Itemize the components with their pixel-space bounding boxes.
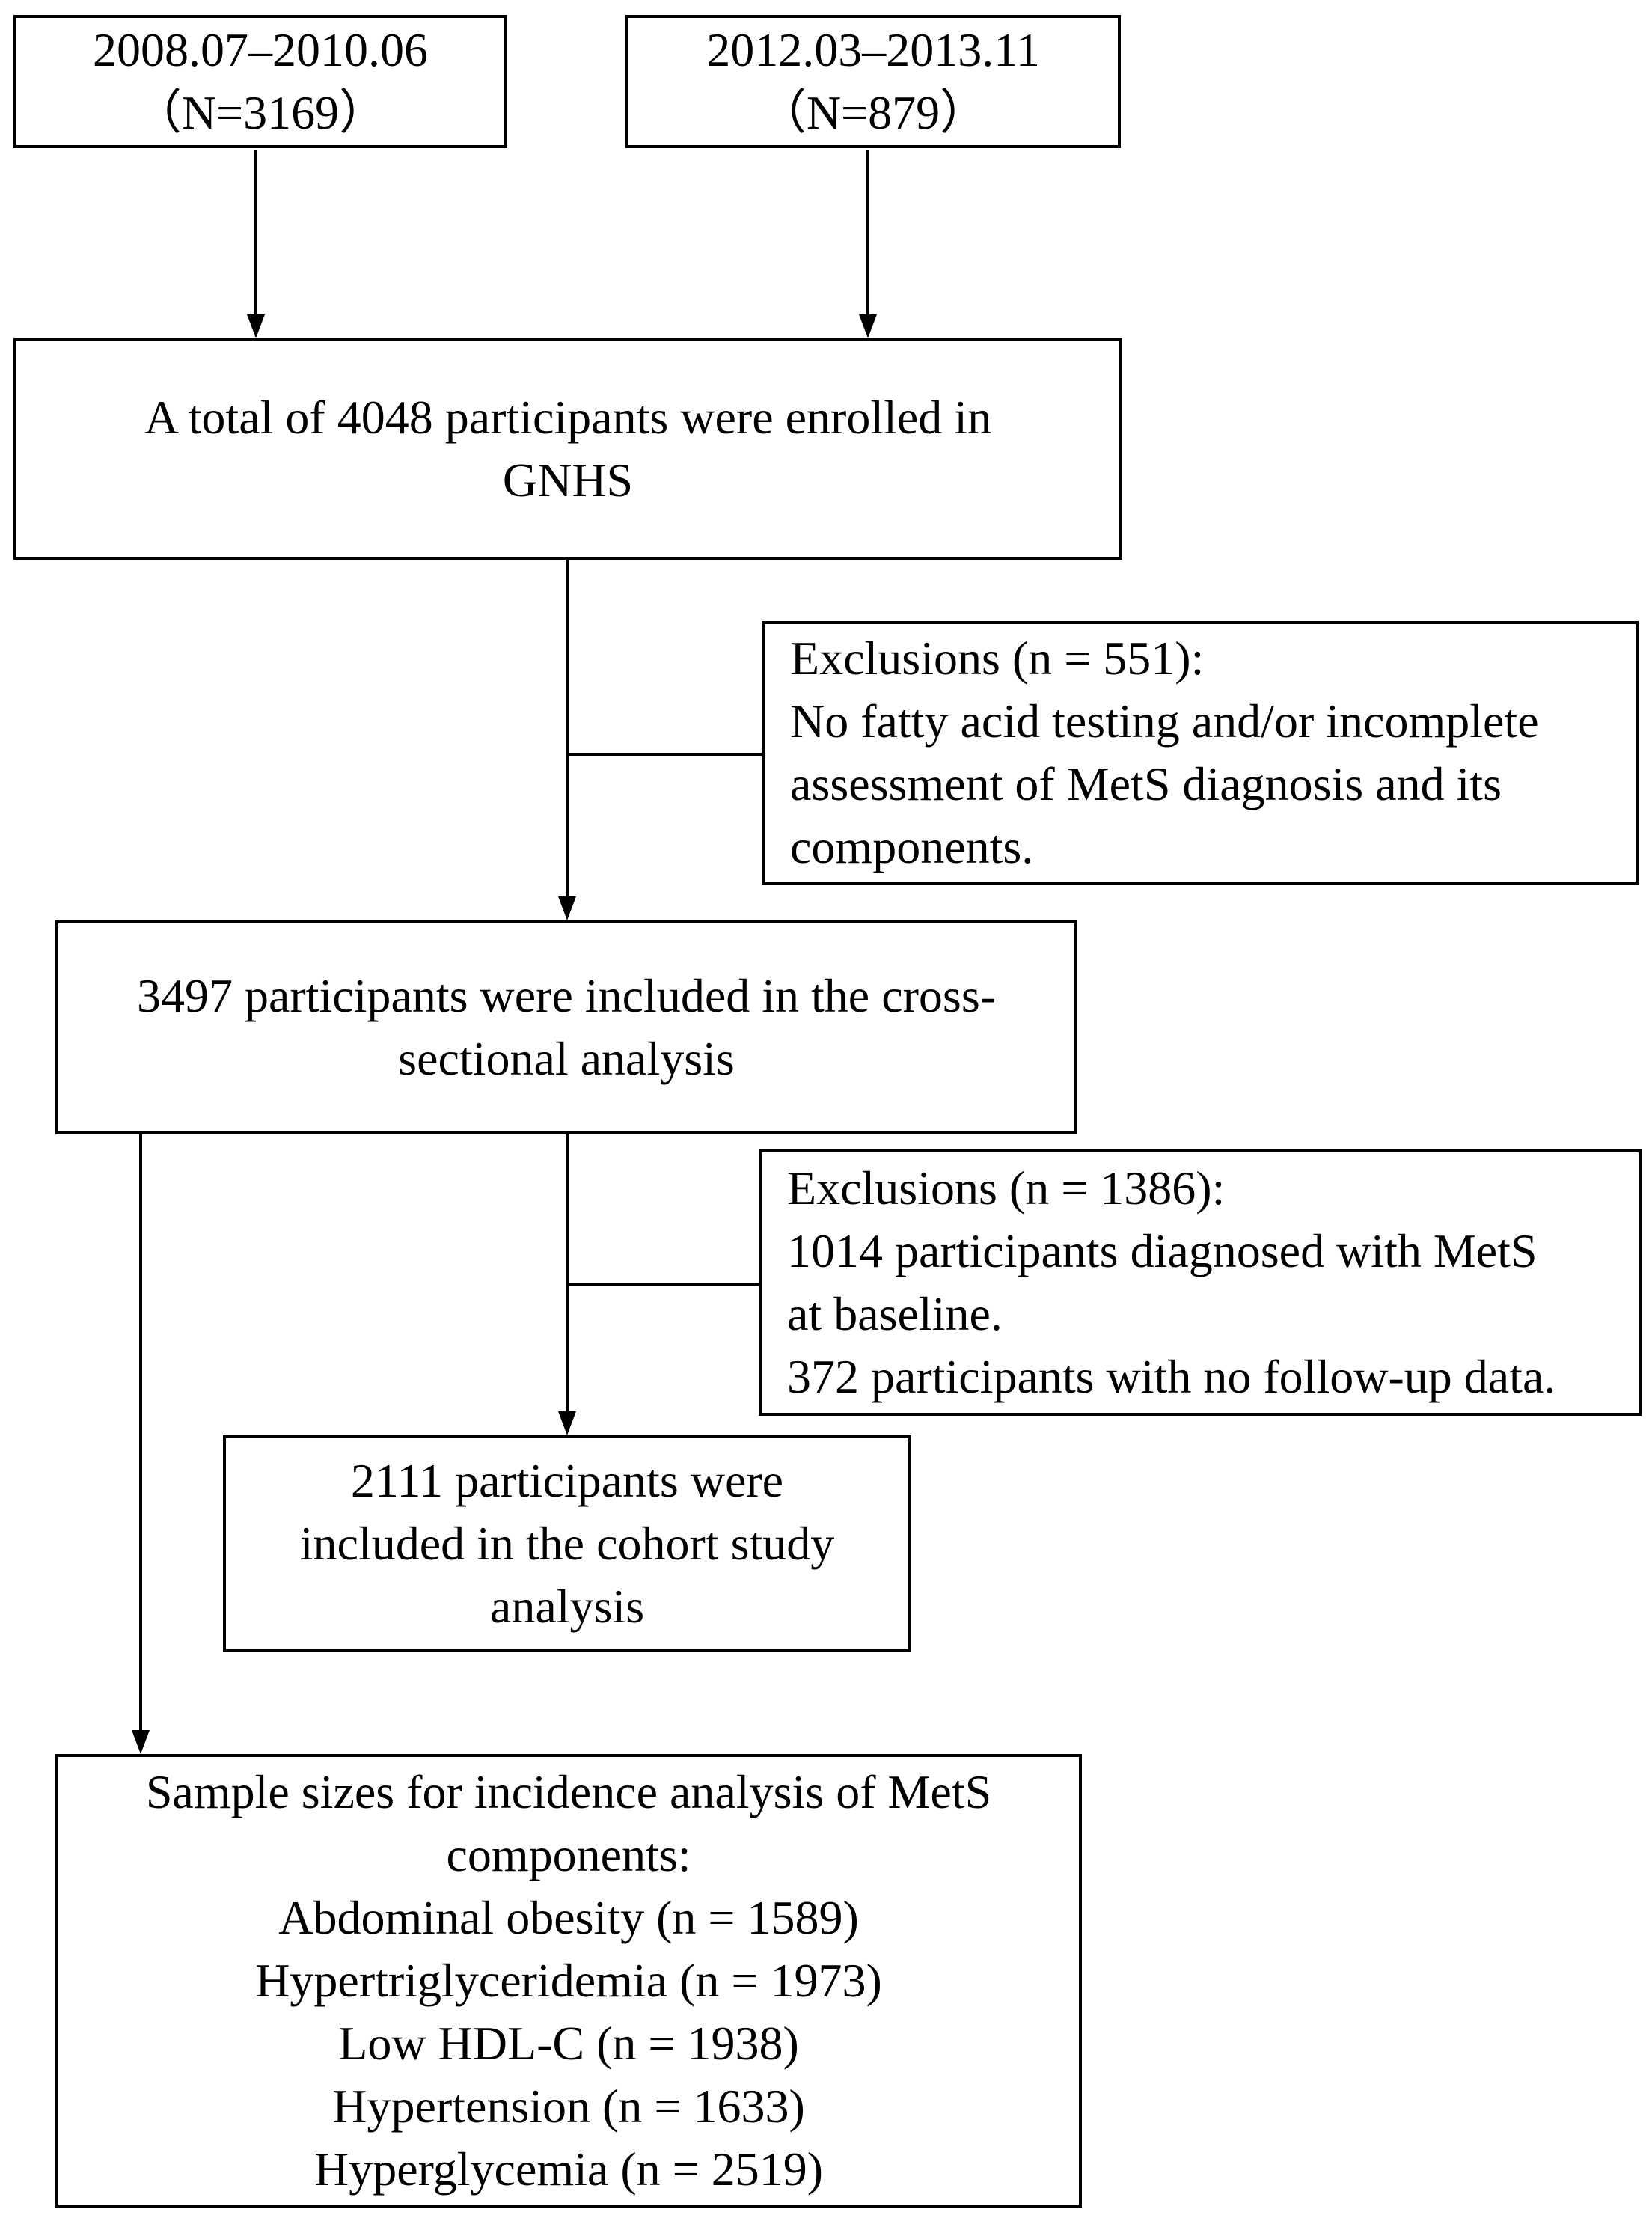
exclusion-box-2: Exclusions (n = 1386): 1014 participants… xyxy=(759,1149,1642,1416)
exclusion2-line-4: 372 participants with no follow-up data. xyxy=(787,1350,1556,1403)
source-b-count: （N=879） xyxy=(758,86,988,139)
component-low-hdl-c: Low HDL-C (n = 1938) xyxy=(338,2017,799,2070)
enrolled-line-1: A total of 4048 participants were enroll… xyxy=(144,391,992,444)
cross-sectional-line-2: sectional analysis xyxy=(398,1032,735,1085)
source-a-count: （N=3169） xyxy=(133,86,388,139)
enrolled-box: A total of 4048 participants were enroll… xyxy=(13,338,1122,560)
exclusion1-heading: Exclusions (n = 551): xyxy=(790,632,1205,685)
source-b-period: 2012.03–2013.11 xyxy=(706,23,1040,76)
cohort-box: 2111 participants were included in the c… xyxy=(223,1435,911,1652)
arrowhead-icon xyxy=(558,1411,576,1435)
arrowhead-icon xyxy=(132,1730,150,1754)
cross-sectional-box: 3497 participants were included in the c… xyxy=(55,920,1077,1134)
component-hypertriglyceridemia: Hypertriglyceridemia (n = 1973) xyxy=(255,1954,882,2007)
exclusion1-line-4: components. xyxy=(790,820,1034,873)
components-heading-2: components: xyxy=(446,1828,691,1881)
components-heading-1: Sample sizes for incidence analysis of M… xyxy=(145,1765,992,1818)
component-hyperglycemia: Hyperglycemia (n = 2519) xyxy=(313,2142,824,2196)
exclusion2-line-2: 1014 participants diagnosed with MetS xyxy=(787,1224,1538,1277)
cross-sectional-line-1: 3497 participants were included in the c… xyxy=(136,969,997,1022)
cohort-line-1: 2111 participants were xyxy=(350,1454,784,1507)
cohort-line-2: included in the cohort study xyxy=(299,1517,835,1570)
exclusion1-line-2: No fatty acid testing and/or incomplete xyxy=(790,694,1539,748)
exclusion2-line-3: at baseline. xyxy=(787,1287,1003,1340)
arrowhead-icon xyxy=(247,314,265,338)
source-box-2008-2010: 2008.07–2010.06 （N=3169） xyxy=(13,15,507,148)
exclusion1-line-3: assessment of MetS diagnosis and its xyxy=(790,757,1502,810)
arrowhead-icon xyxy=(558,896,576,920)
source-box-2012-2013: 2012.03–2013.11 （N=879） xyxy=(625,15,1121,148)
exclusion2-heading: Exclusions (n = 1386): xyxy=(787,1161,1226,1215)
arrowhead-icon xyxy=(859,314,877,338)
source-a-period: 2008.07–2010.06 xyxy=(93,23,428,76)
component-abdominal-obesity: Abdominal obesity (n = 1589) xyxy=(278,1891,859,1944)
cohort-line-3: analysis xyxy=(489,1580,645,1633)
components-box: Sample sizes for incidence analysis of M… xyxy=(55,1754,1082,2208)
exclusion-box-1: Exclusions (n = 551): No fatty acid test… xyxy=(762,621,1639,885)
component-hypertension: Hypertension (n = 1633) xyxy=(332,2080,805,2133)
enrolled-line-2: GNHS xyxy=(502,453,634,507)
